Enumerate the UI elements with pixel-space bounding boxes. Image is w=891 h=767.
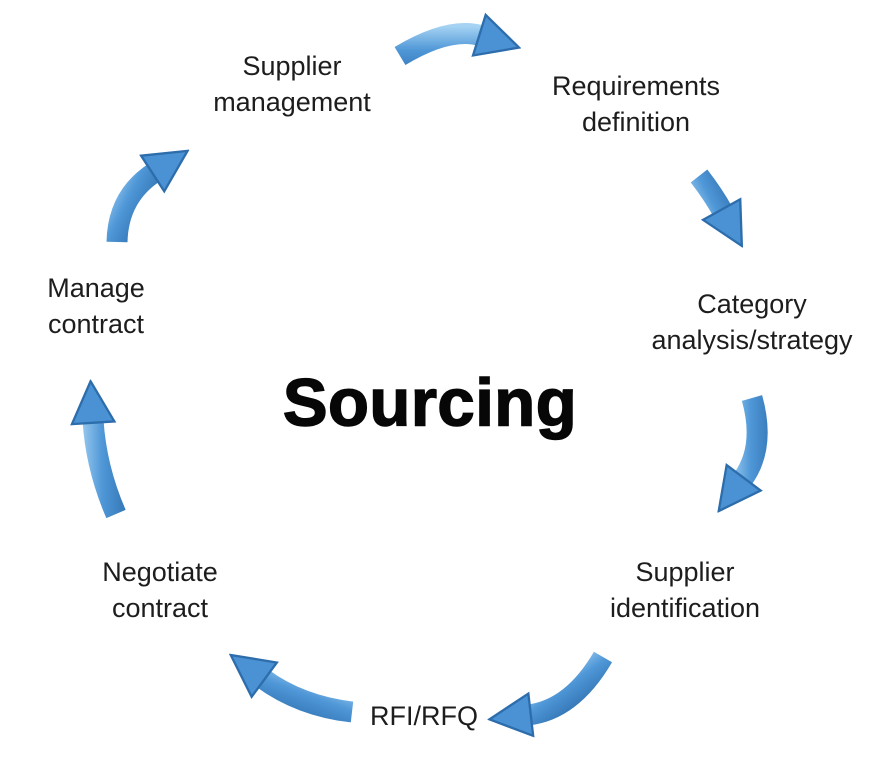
arrow-category-analysis-to-supplier-identification-icon — [742, 395, 768, 480]
node-rfi-rfq: RFI/RFQ — [370, 701, 478, 731]
arrow-rfi-rfq-to-negotiate-contract-icon — [262, 678, 354, 723]
node-supplier-management: Supplier management — [213, 51, 371, 117]
arrow-negotiate-contract-to-manage-contract-icon — [93, 420, 126, 519]
node-supplier-identification: Supplier identification — [609, 557, 761, 623]
arrow-manage-contract-to-supplier-management-icon — [106, 172, 155, 243]
node-requirements-definition: Requirements definition — [551, 71, 721, 137]
arrow-supplier-identification-to-rfi-rfq-icon — [528, 651, 613, 715]
node-category-analysis-strategy: Category analysis/strategy — [651, 289, 853, 355]
arrow-supplier-management-to-requirements-definition-icon — [394, 34, 482, 66]
node-manage-contract: Manage contract — [47, 273, 145, 339]
node-negotiate-contract: Negotiate contract — [102, 557, 218, 623]
cycle-title: Sourcing — [282, 365, 578, 442]
arrow-requirements-definition-to-category-analysis-icon — [690, 169, 723, 212]
